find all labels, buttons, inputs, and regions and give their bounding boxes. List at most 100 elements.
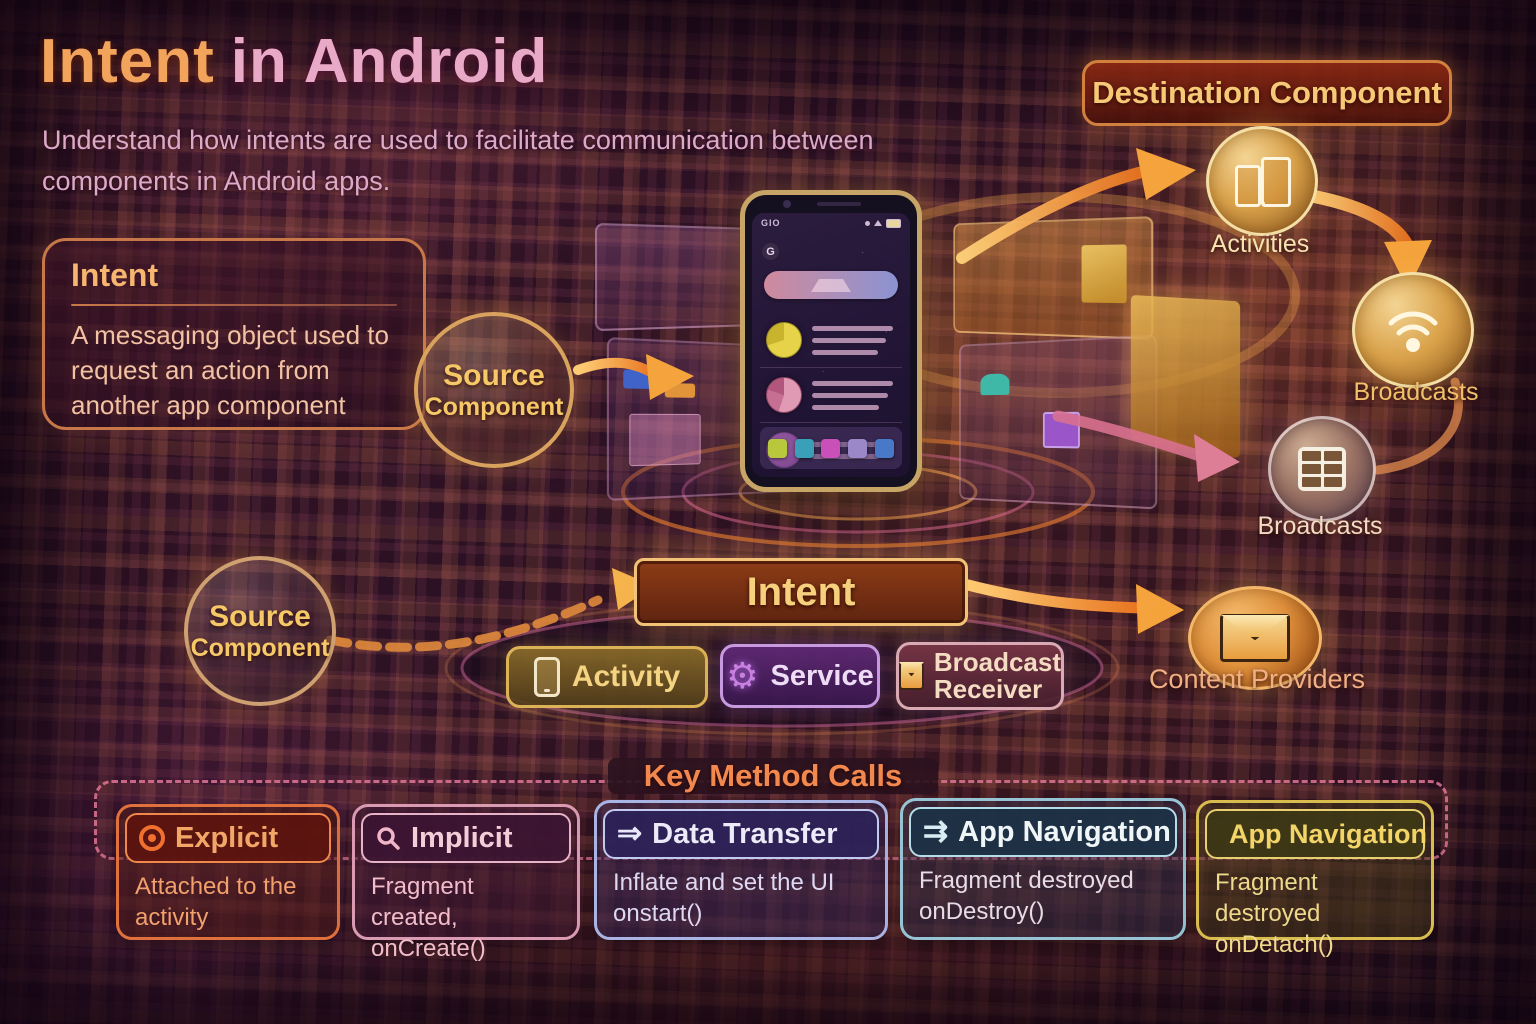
method-card-body: Inflate and set the UI onstart() (603, 859, 879, 933)
pink-panel (629, 413, 701, 467)
broadcasts-wifi-node (1352, 272, 1474, 388)
phone-screen: GIO G (752, 213, 910, 477)
dock-app-icon (848, 438, 868, 458)
content-providers-label: Content Providers (1148, 664, 1366, 694)
signal-icon (874, 220, 882, 226)
method-card-body: Attached to the activity (125, 863, 331, 937)
dock-app-icon (767, 438, 787, 458)
method-card-header: App Navigation (1205, 809, 1428, 859)
envelope-icon (899, 662, 924, 690)
method-card-header: ⇒ Data Transfer (603, 809, 879, 859)
dock-app-icon (821, 438, 841, 458)
orange-tile (664, 383, 696, 398)
double-arrow-icon: ⇉ (923, 815, 949, 848)
source-component-node-bottom: Source Component (184, 556, 336, 706)
page-subtitle: Understand how intents are used to facil… (42, 125, 874, 196)
purple-tile (1042, 411, 1080, 449)
list-item (760, 368, 902, 423)
service-label: Service (770, 659, 874, 692)
text-lines (812, 380, 896, 410)
arrow-right-icon: ⇒ (617, 817, 643, 850)
shelf-right-bottom (959, 334, 1158, 510)
method-card-title: Data Transfer (652, 817, 838, 850)
source-label-line2: Component (190, 633, 330, 662)
intent-card-body: A messaging object used to request an ac… (71, 320, 389, 421)
broadcasts-table-label: Broadcasts (1257, 512, 1383, 540)
method-card-implicit: Implicit Fragment created, onCreate() (352, 804, 580, 962)
wifi-icon (1388, 311, 1438, 352)
method-desc: Fragment created, (371, 873, 474, 932)
battery-icon (886, 218, 901, 228)
teal-blob (980, 373, 1010, 396)
statusbar-carrier: GIO (761, 218, 781, 228)
service-button: ⚙ Service (720, 644, 880, 708)
envelope-icon (1220, 614, 1290, 662)
method-card-header: Implicit (361, 813, 571, 863)
page-title-primary: Intent (40, 27, 215, 96)
method-card-body: Fragment destroyed onDetach() (1205, 859, 1425, 965)
method-desc: Inflate and set the UI (613, 869, 835, 896)
dock-app-icon (794, 438, 814, 458)
pie-chart-icon (766, 377, 802, 413)
page-title-secondary: in Android (230, 27, 549, 96)
gear-icon: ⚙ (726, 655, 759, 696)
method-name: onDetach() (1215, 931, 1334, 959)
smartphone-icon (533, 657, 560, 697)
method-card-app-navigation-1: ⇉ App Navigation Fragment destroyed onDe… (900, 798, 1186, 940)
smartphone-illustration: GIO G (740, 190, 922, 492)
target-icon (139, 825, 165, 851)
devices-icon (1233, 155, 1291, 207)
broadcast-label-line2: Receiver (933, 674, 1043, 704)
method-card-body: Fragment destroyed onDestroy() (909, 857, 1177, 931)
activity-label: Activity (571, 660, 681, 693)
gold-tile (1081, 244, 1127, 304)
method-desc: Attached to the activity (135, 873, 297, 932)
wifi-status-icon (865, 220, 870, 226)
broadcast-label-line1: Broadcast (933, 646, 1061, 677)
method-desc: Fragment destroyed (919, 867, 1134, 894)
intent-definition-card: Intent A messaging object used to reques… (42, 238, 426, 430)
method-card-explicit: Explicit Attached to the activity (116, 804, 340, 940)
activity-button: Activity (506, 646, 708, 708)
intent-card-title: Intent (71, 257, 159, 293)
source-label-line1: Source (209, 599, 311, 633)
shelf-right-top (953, 216, 1154, 340)
method-card-title: App Navigation (1229, 818, 1428, 849)
activities-node (1206, 126, 1318, 236)
method-name: onstart() (613, 900, 703, 928)
method-card-app-navigation-2: App Navigation Fragment destroyed onDeta… (1196, 800, 1434, 958)
blue-tile (623, 369, 654, 389)
search-bar-decoration (811, 279, 851, 292)
intent-banner: Intent (634, 558, 968, 626)
broadcasts-wifi-label: Broadcasts (1353, 378, 1479, 406)
method-card-title: Explicit (175, 821, 279, 854)
phone-speaker (817, 202, 861, 206)
method-card-title: Implicit (411, 821, 513, 854)
source-label-line1: Source (443, 358, 545, 392)
phone-camera (783, 200, 791, 208)
method-card-data-transfer: ⇒ Data Transfer Inflate and set the UI o… (594, 800, 888, 940)
method-name: onDestroy() (919, 898, 1045, 926)
source-label-line2: Component (424, 392, 564, 421)
content-providers-node (1188, 586, 1322, 690)
phone-statusbar: GIO (752, 213, 910, 228)
broadcasts-table-node (1268, 416, 1376, 522)
method-desc: Fragment destroyed (1215, 869, 1321, 928)
table-icon (1298, 447, 1346, 491)
broadcast-receiver-button: Broadcast Receiver (896, 642, 1064, 710)
app-badge: G (762, 243, 779, 260)
activities-label: Activities (1210, 230, 1310, 258)
list-item (760, 313, 902, 368)
statusbar-icons (865, 218, 901, 228)
search-icon (377, 827, 400, 850)
destination-component-box: Destination Component (1082, 60, 1452, 126)
divider (71, 304, 397, 306)
gold-slab (1130, 294, 1241, 459)
broadcast-receiver-label: Broadcast Receiver (933, 646, 1061, 704)
source-component-node-top: Source Component (414, 312, 574, 468)
text-lines (812, 325, 896, 355)
method-card-header: Explicit (125, 813, 331, 863)
dock-app-icon (875, 438, 895, 458)
